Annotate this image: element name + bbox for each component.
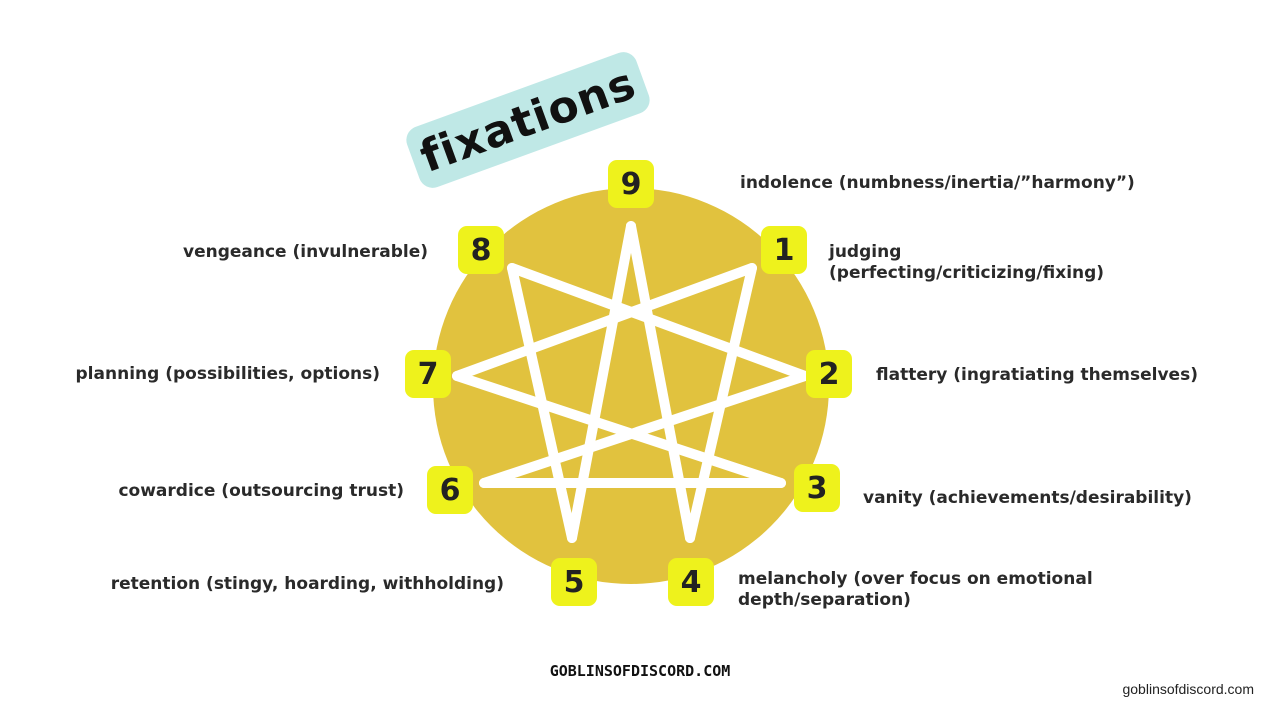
line-2-6 — [479, 371, 810, 488]
badge-8: 8 — [458, 226, 504, 274]
label-1: judging (perfecting/criticizing/fixing) — [829, 242, 1105, 283]
enneagram-lines — [452, 221, 810, 543]
badge-5: 5 — [551, 558, 597, 606]
label-8: vengeance (invulnerable) — [182, 242, 428, 262]
label-3: vanity (achievements/desirability) — [863, 488, 1192, 508]
footer-brand: GOBLINSOFDISCORD.COM — [549, 662, 731, 680]
label-9: indolence (numbness/inertia/”harmony”) — [740, 173, 1135, 193]
watermark: goblinsofdiscord.com — [1122, 681, 1254, 697]
badge-4: 4 — [668, 558, 714, 606]
badge-9: 9 — [608, 160, 654, 208]
line-7-3 — [452, 371, 786, 488]
label-4: melancholy (over focus on emotional dept… — [738, 569, 1093, 610]
badge-1: 1 — [761, 226, 807, 274]
line-8-1-like — [507, 263, 810, 381]
label-5: retention (stingy, hoarding, withholding… — [110, 574, 504, 594]
label-7: planning (possibilities, options) — [75, 364, 380, 384]
label-6: cowardice (outsourcing trust) — [118, 481, 404, 501]
badge-6: 6 — [427, 466, 473, 514]
badge-7: 7 — [405, 350, 451, 398]
badge-2: 2 — [806, 350, 852, 398]
badge-3: 3 — [794, 464, 840, 512]
line-1-7 — [452, 263, 757, 381]
label-2: flattery (ingratiating themselves) — [876, 365, 1198, 385]
